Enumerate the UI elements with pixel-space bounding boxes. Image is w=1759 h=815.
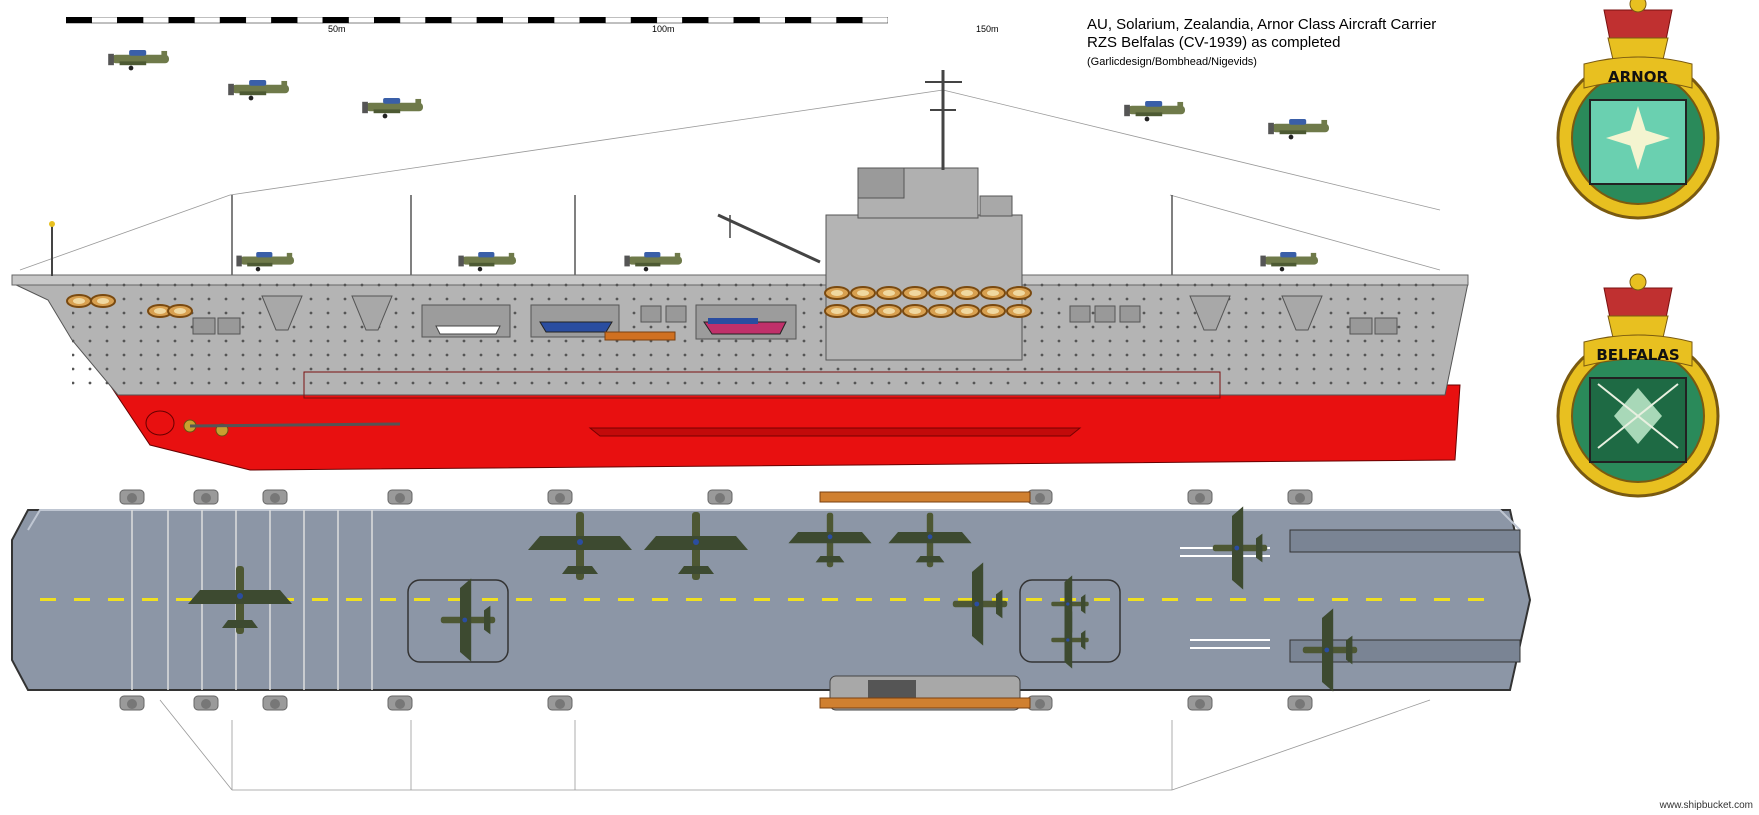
centerline-dash xyxy=(1026,598,1042,601)
centerline-dash xyxy=(312,598,328,601)
centerline-dash xyxy=(856,598,872,601)
antenna-masts xyxy=(231,195,1173,275)
centerline-dash xyxy=(1400,598,1416,601)
centerline-dash xyxy=(40,598,56,601)
centerline-dash xyxy=(720,598,736,601)
centerline-dash xyxy=(618,598,634,601)
centerline-dash xyxy=(822,598,838,601)
flight-deck-plan xyxy=(11,489,1532,791)
centerline-dash xyxy=(1434,598,1450,601)
side-profile xyxy=(11,70,1469,471)
centerline-dash xyxy=(890,598,906,601)
centerline-dash xyxy=(924,598,940,601)
ship-name-title: RZS Belfalas (CV-1939) as completed xyxy=(1087,34,1341,51)
centerline-dash xyxy=(380,598,396,601)
centerline-dash xyxy=(550,598,566,601)
centerline-dash xyxy=(516,598,532,601)
scale-label-50m: 50m xyxy=(328,24,346,34)
scale-label-100m: 100m xyxy=(652,24,675,34)
scale-label-150m: 150m xyxy=(976,24,999,34)
centerline-dash xyxy=(1468,598,1484,601)
rigging-lines xyxy=(19,89,1441,271)
centerline-dash xyxy=(1366,598,1382,601)
centerline-dash xyxy=(1094,598,1110,601)
centerline-dash xyxy=(1196,598,1212,601)
centerline-dash xyxy=(1162,598,1178,601)
centerline-dash xyxy=(584,598,600,601)
centerline-dash xyxy=(346,598,362,601)
scale-bar xyxy=(66,17,888,24)
centerline-dash xyxy=(414,598,430,601)
centerline-dash xyxy=(686,598,702,601)
centerline-dash xyxy=(958,598,974,601)
centerline-dash xyxy=(482,598,498,601)
badge-belfalas-label: BELFALAS xyxy=(1596,346,1679,364)
plan-boats xyxy=(819,491,1031,709)
centerline-dash xyxy=(1264,598,1280,601)
centerline-dash xyxy=(448,598,464,601)
centerline-dash xyxy=(1332,598,1348,601)
centerline-dash xyxy=(74,598,90,601)
badge-belfalas xyxy=(1556,273,1720,498)
ship-class-title: AU, Solarium, Zealandia, Arnor Class Air… xyxy=(1087,16,1437,33)
centerline-dash xyxy=(788,598,804,601)
centerline-dash xyxy=(1230,598,1246,601)
centerline-dash xyxy=(142,598,158,601)
centerline-dash xyxy=(108,598,124,601)
author-credit: (Garlicdesign/Bombhead/Nigevids) xyxy=(1087,56,1257,68)
centerline-dash xyxy=(754,598,770,601)
badge-arnor-label: ARNOR xyxy=(1608,68,1668,86)
centerline-dash xyxy=(1128,598,1144,601)
badge-arnor xyxy=(1556,0,1720,220)
scale-bar-segment xyxy=(862,17,888,24)
centerline-dash xyxy=(176,598,192,601)
watermark: www.shipbucket.com xyxy=(1659,800,1753,811)
centerline-dash xyxy=(652,598,668,601)
flying-aircraft-group xyxy=(108,50,1329,140)
centerline-dash xyxy=(1298,598,1314,601)
